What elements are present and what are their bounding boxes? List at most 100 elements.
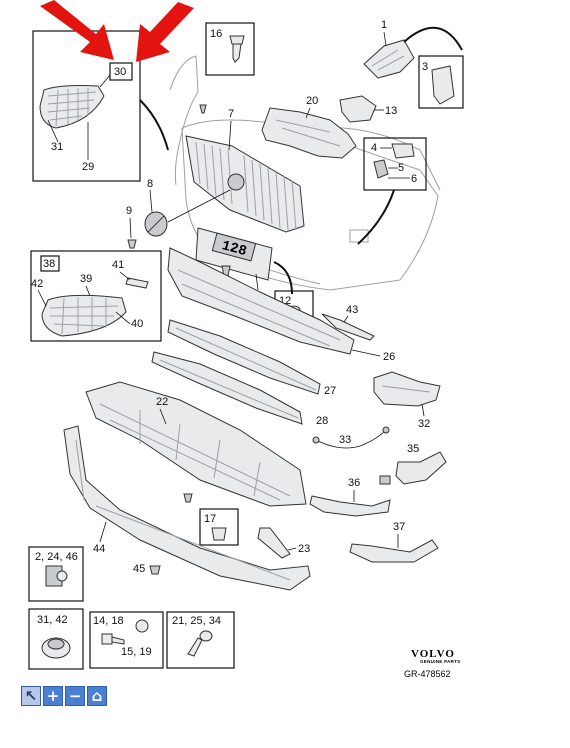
callout-16: 16	[210, 28, 222, 40]
callout-43: 43	[346, 304, 358, 316]
inset-box-21-25-34	[166, 611, 235, 669]
callout-27: 27	[324, 385, 336, 397]
callout-35: 35	[407, 443, 419, 455]
callout-31: 31	[51, 141, 63, 153]
screw-45	[149, 565, 161, 575]
callout-1: 1	[381, 19, 387, 31]
callout-22: 22	[156, 396, 168, 408]
leader-1-to-3	[403, 26, 463, 51]
bulb-35	[379, 475, 391, 485]
inset-box-16	[205, 22, 255, 76]
trim-43	[321, 313, 375, 341]
side-vent-grille-left	[39, 85, 105, 129]
brand-subtitle: GENUINE PARTS	[420, 659, 461, 664]
callout-2-24-46: 2, 24, 46	[35, 551, 78, 563]
bolt-21-25-34	[187, 630, 213, 657]
clip-17	[211, 527, 227, 541]
plus-icon: +	[46, 686, 60, 705]
callout-15-19: 15, 19	[121, 646, 152, 658]
reference-code: GR-478562	[404, 669, 451, 679]
cover-23	[257, 527, 291, 559]
front-emblem	[144, 211, 168, 237]
bracket-1	[363, 39, 415, 79]
viewer-toolbar: ↖ + − ⌂	[21, 686, 107, 706]
bracket-3	[431, 65, 455, 105]
callout-30: 30	[114, 66, 126, 78]
clip-16	[229, 35, 245, 63]
callout-37: 37	[393, 521, 405, 533]
callout-23: 23	[298, 543, 310, 555]
lower-bumper-44	[63, 425, 311, 591]
trim-36	[309, 495, 391, 517]
inset-box-17	[199, 508, 239, 546]
fog-light-35	[395, 451, 447, 485]
part-5-6	[373, 159, 389, 179]
part-4	[391, 143, 415, 159]
callout-20: 20	[306, 95, 318, 107]
callout-8: 8	[147, 178, 153, 190]
callout-32: 32	[418, 418, 430, 430]
callout-13: 13	[385, 105, 397, 117]
callout-21-25-34: 21, 25, 34	[172, 615, 221, 627]
inset-box-31-42	[28, 608, 84, 670]
license-plate-holder: 128	[195, 227, 273, 281]
home-button[interactable]: ⌂	[87, 686, 107, 706]
leader-inset-to-bumper	[139, 99, 169, 151]
inset-box-3	[418, 55, 464, 109]
clip-small-17	[183, 493, 193, 503]
bracket-13	[339, 95, 377, 123]
minus-icon: −	[68, 686, 82, 705]
callout-17: 17	[204, 513, 216, 525]
callout-31-42: 31, 42	[37, 614, 68, 626]
harness-33	[312, 426, 390, 449]
front-grille	[185, 135, 305, 233]
callout-40: 40	[131, 318, 143, 330]
leader-plate-to-bumper	[273, 261, 293, 295]
part-41	[125, 277, 149, 289]
callout-6: 6	[411, 173, 417, 185]
zoom-out-button[interactable]: −	[65, 686, 85, 706]
bolt-14-18	[101, 633, 125, 645]
grommet-31-42	[41, 637, 71, 659]
inset-box-2-24-46	[28, 546, 84, 602]
callout-29: 29	[82, 161, 94, 173]
plate-text: 128	[220, 238, 249, 260]
spoiler-28	[151, 351, 303, 425]
callout-5: 5	[398, 162, 404, 174]
part-30-box	[109, 62, 133, 81]
callout-39: 39	[80, 273, 92, 285]
callout-41: 41	[112, 259, 124, 271]
callout-28: 28	[316, 415, 328, 427]
trim-37	[349, 539, 439, 563]
pointer-icon: ↖	[24, 686, 38, 705]
home-icon: ⌂	[91, 686, 103, 705]
lower-member-27	[167, 319, 321, 395]
callout-7: 7	[228, 108, 234, 120]
inset-box-38	[30, 250, 162, 342]
zoom-in-button[interactable]: +	[43, 686, 63, 706]
bracket-20	[261, 107, 357, 159]
leader-inset-4-to-bumper	[357, 189, 395, 245]
callout-44: 44	[93, 543, 105, 555]
callout-14-18: 14, 18	[93, 615, 124, 627]
callout-36: 36	[348, 477, 360, 489]
impact-absorber-26	[167, 247, 355, 355]
callout-45: 45	[133, 563, 145, 575]
callout-26: 26	[383, 351, 395, 363]
screw-9	[127, 239, 137, 249]
callout-9: 9	[126, 205, 132, 217]
callout-4: 4	[371, 142, 377, 154]
red-arrow-left	[40, 0, 114, 60]
side-vent-grille-right	[41, 294, 127, 337]
washer-15-19	[135, 619, 149, 633]
callout-42: 42	[31, 278, 43, 290]
inset-box-4-5-6	[363, 137, 427, 191]
callout-33: 33	[339, 434, 351, 446]
part-38-box	[40, 255, 60, 272]
callout-38: 38	[43, 258, 55, 270]
pointer-tool-button[interactable]: ↖	[21, 686, 41, 706]
callout-3: 3	[422, 61, 428, 73]
inset-box-14-18	[89, 611, 164, 669]
undershield-22	[85, 381, 307, 507]
